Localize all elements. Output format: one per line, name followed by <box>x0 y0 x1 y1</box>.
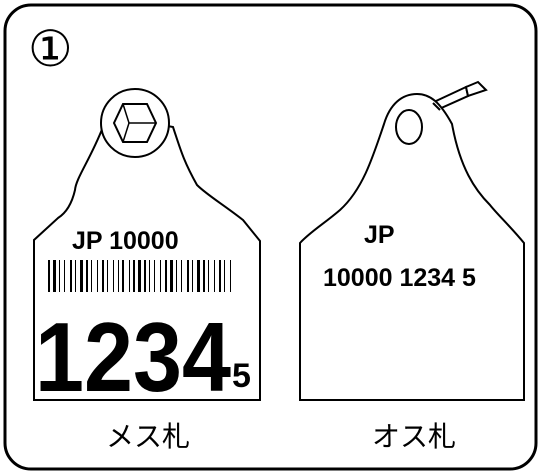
barcode-bar <box>203 260 205 292</box>
male-prefix-text: JP <box>364 221 395 249</box>
barcode-bar <box>80 260 83 292</box>
barcode-bar <box>64 260 65 292</box>
barcode-bar <box>149 260 150 292</box>
barcode-bar <box>192 260 193 292</box>
male-id-text: 10000 1234 5 <box>323 264 476 292</box>
barcode-bar <box>91 260 92 292</box>
barcode-bar <box>75 260 76 292</box>
barcode-bar <box>86 260 88 292</box>
barcode-bar <box>208 260 209 292</box>
tag-hole-icon <box>395 109 423 145</box>
barcode-bar <box>113 260 114 292</box>
barcode-bar <box>230 260 231 292</box>
female-tag-caption: メス札 <box>106 420 190 453</box>
barcode-bar <box>214 260 215 292</box>
barcode-bar <box>160 260 161 292</box>
figure-number: ① <box>28 21 73 77</box>
male-tag-outline <box>299 92 525 401</box>
barcode-bar <box>102 260 104 292</box>
barcode-bar <box>154 260 155 292</box>
barcode-bar <box>133 260 135 292</box>
barcode-bar <box>197 260 200 292</box>
barcode-bar <box>70 260 72 292</box>
barcode-bar <box>97 260 98 292</box>
barcode-bar <box>219 260 221 292</box>
barcode-bar <box>187 260 189 292</box>
barcode-bar <box>138 260 141 292</box>
male-tag: JP 10000 1234 5 <box>299 80 525 401</box>
barcode-bar <box>118 260 119 292</box>
barcode-bar <box>107 260 108 292</box>
barcode-bar <box>122 260 124 292</box>
barcode-bar <box>48 260 50 292</box>
barcode-icon <box>48 260 231 292</box>
female-check-digit: 5 <box>232 357 251 395</box>
barcode-bar <box>53 260 56 292</box>
barcode-bar <box>129 260 130 292</box>
barcode-bar <box>176 260 177 292</box>
female-tag: JP 10000 1234 5 <box>33 88 261 412</box>
female-big-number: 1234 <box>35 302 231 412</box>
barcode-bar <box>181 260 182 292</box>
barcode-bar <box>165 260 167 292</box>
barcode-bar <box>170 260 173 292</box>
barcode-bar <box>144 260 146 292</box>
male-tag-caption: オス札 <box>372 420 456 453</box>
female-prefix-text: JP 10000 <box>72 227 179 255</box>
barcode-bar <box>59 260 60 292</box>
barcode-bar <box>224 260 225 292</box>
